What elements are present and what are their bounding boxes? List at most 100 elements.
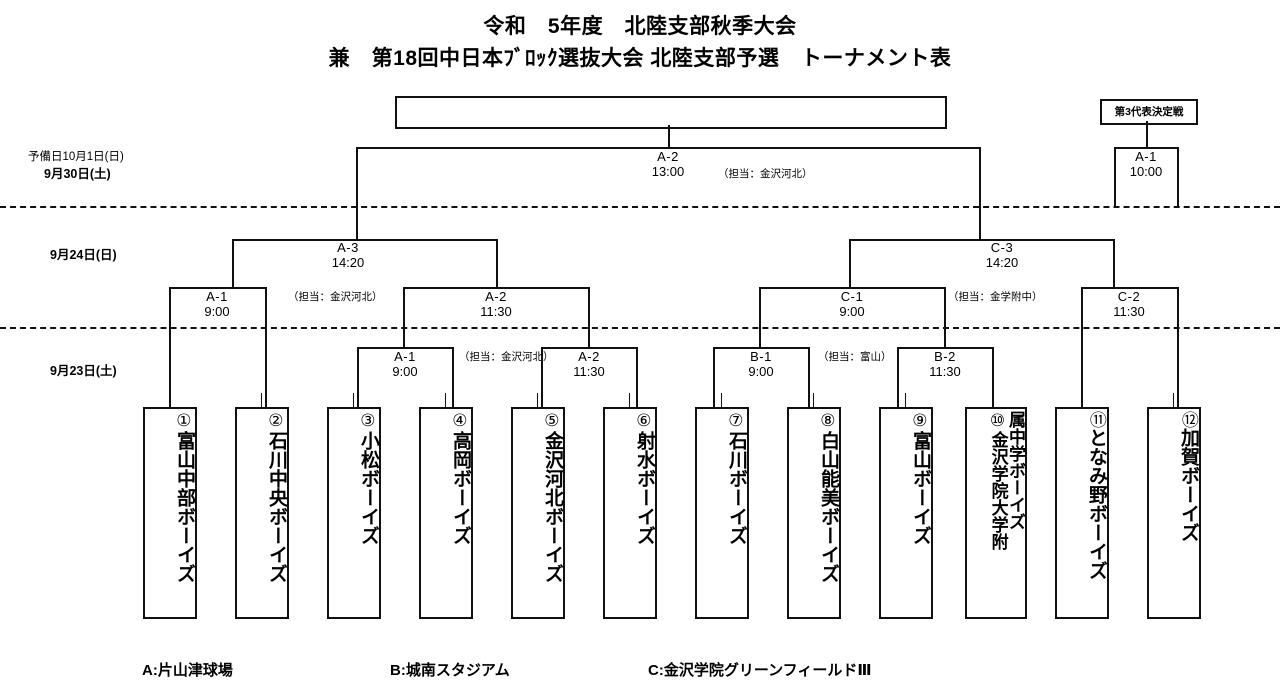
team-number-12: ⑫ [1178,411,1198,428]
r1-b1-right-leg [808,347,810,407]
match-semi-a3-code: A-3 [337,240,359,255]
match-r1-a1: A-1 9:00 [365,349,445,379]
match-r2-a2: A-2 11:30 [456,289,536,319]
r1-b2-crossbar [897,347,993,349]
note-semi-c: （担当：金学附中） [948,291,1043,303]
match-semi-a3-time: 14:20 [331,254,365,270]
team-stem-3 [353,393,354,407]
note-semi-a: （担当：金沢河北） [288,291,383,303]
team-name-10-line1: 金沢学院大学附 [988,431,1008,550]
match-r1-a1-code: A-1 [394,349,416,364]
team-stem-12 [1173,393,1174,407]
match-third-a1-code: A-1 [1135,149,1157,164]
team-stem-1 [169,393,170,407]
team-box-12[interactable]: ⑫ 加賀ボーイズ [1147,407,1201,619]
team-number-7: ⑦ [726,411,746,431]
venue-a: A:片山津球場 [142,662,233,679]
team-name-4: 高岡ボーイズ [450,431,471,545]
match-r2-a1-time: 9:00 [204,303,230,319]
team-name-12: 加賀ボーイズ [1178,428,1199,542]
r1-a2-left-leg [541,347,543,407]
r2-c2-crossbar [1081,287,1178,289]
note-r1-b: （担当：富山） [818,351,892,363]
semi-c3-crossbar [849,239,1114,241]
team-number-5: ⑤ [542,411,562,431]
r2-a1-right-leg [265,287,267,407]
team-name-11: となみ野ボーイズ [1086,428,1107,580]
match-r2-c2: C-2 11:30 [1089,289,1169,319]
team-stem-10 [993,393,994,407]
team-number-3: ③ [358,411,378,431]
semi-a3-left-leg [232,239,234,287]
note-final: （担当：金沢河北） [718,168,813,180]
match-final-a2-code: A-2 [657,149,679,164]
team-number-11: ⑪ [1086,411,1106,428]
r2-a2-right-leg [588,287,590,347]
r1-b2-right-leg [992,347,994,407]
r2-c2-left-leg [1081,287,1083,407]
team-box-1[interactable]: ① 富山中部ボーイズ [143,407,197,619]
page-title-line1: 令和 5年度 北陸支部秋季大会 [483,15,797,38]
team-box-4[interactable]: ④ 高岡ボーイズ [419,407,473,619]
match-r1-b1: B-1 9:00 [721,349,801,379]
team-box-11[interactable]: ⑪ となみ野ボーイズ [1055,407,1109,619]
match-semi-c3-code: C-3 [990,240,1014,255]
date-reserve-sublabel: 予備日10月1日(日) [28,151,124,163]
third-a1-right-leg [1177,147,1179,206]
separator-day2 [0,327,1280,329]
team-name-2: 石川中央ボーイズ [266,431,287,583]
match-semi-c3: C-3 14:20 [962,240,1042,270]
match-r2-a2-time: 11:30 [480,303,512,319]
team-number-2: ② [266,411,286,431]
r1-a1-left-leg [357,347,359,407]
team-box-3[interactable]: ③ 小松ボーイズ [327,407,381,619]
match-r1-b2-code: B-2 [934,349,956,364]
r1-a1-crossbar [357,347,453,349]
semi-a3-right-leg [496,239,498,287]
r1-a1-right-leg [452,347,454,407]
third-rep-stem [1146,121,1148,147]
match-r1-b1-time: 9:00 [748,363,774,379]
page-title-line2: 兼 第18回中日本ﾌﾞﾛｯｸ選抜大会 北陸支部予選 トーナメント表 [328,47,952,70]
team-stem-11 [1081,393,1082,407]
team-number-4: ④ [450,411,470,431]
team-name-3: 小松ボーイズ [358,431,379,545]
match-semi-c3-time: 14:20 [985,254,1019,270]
team-box-6[interactable]: ⑥ 射水ボーイズ [603,407,657,619]
team-box-9[interactable]: ⑨ 富山ボーイズ [879,407,933,619]
team-stem-4 [445,393,446,407]
team-number-9: ⑨ [910,411,930,431]
team-box-10[interactable]: 属中学ボーイズ ⑩ 金沢学院大学附 [965,407,1027,619]
team-name-7: 石川ボーイズ [726,431,747,545]
match-r2-c1-time: 9:00 [839,303,865,319]
venue-c: C:金沢学院グリーンフィールドⅢ [648,662,872,679]
team-name-9: 富山ボーイズ [910,431,931,545]
third-rep-box: 第3代表決定戦 [1100,99,1198,125]
semi-c3-right-leg [1113,239,1115,287]
r1-a2-crossbar [541,347,637,349]
team-name-6: 射水ボーイズ [634,431,655,545]
team-box-7[interactable]: ⑦ 石川ボーイズ [695,407,749,619]
separator-day3 [0,206,1280,208]
r2-a1-crossbar [169,287,266,289]
final-crossbar [356,147,980,149]
champion-box [395,96,947,129]
match-r2-c2-code: C-2 [1117,289,1141,304]
team-name-8: 白山能美ボーイズ [818,431,839,583]
team-stem-9 [905,393,906,407]
team-box-8[interactable]: ⑧ 白山能美ボーイズ [787,407,841,619]
team-box-5[interactable]: ⑤ 金沢河北ボーイズ [511,407,565,619]
match-r2-a1-code: A-1 [206,289,228,304]
date-label-0923: 9月23日(土) [50,364,117,378]
r2-a2-left-leg [403,287,405,347]
r1-b1-crossbar [713,347,809,349]
team-stem-2 [261,393,262,407]
team-stem-6 [629,393,630,407]
third-a1-left-leg [1114,147,1116,206]
r2-a2-crossbar [403,287,589,289]
match-third-a1-time: 10:00 [1129,163,1163,179]
r1-b2-left-leg [897,347,899,407]
team-box-2[interactable]: ② 石川中央ボーイズ [235,407,289,619]
match-r2-c1: C-1 9:00 [812,289,892,319]
